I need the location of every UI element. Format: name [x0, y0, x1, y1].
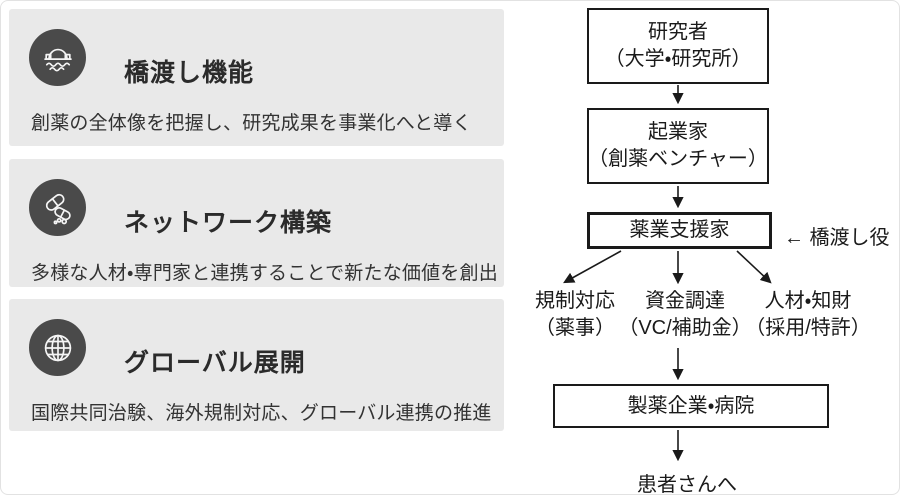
branch-regulatory-line2: （薬事） — [535, 317, 615, 339]
entrepreneur-line1: 起業家 — [648, 121, 708, 143]
flow-node-entrepreneur: 起業家 （創薬ベンチャー） — [587, 108, 769, 184]
researcher-line2: （大学・研究所） — [604, 48, 752, 70]
globe-icon — [29, 319, 86, 376]
feature-card-global: グローバル展開 国際共同治験、海外規制対応、グローバル連携の推進 — [9, 299, 504, 431]
entrepreneur-line2: （創薬ベンチャー） — [588, 148, 768, 170]
researcher-line1: 研究者 — [648, 21, 708, 43]
supporter-label: 薬業支援家 — [629, 219, 730, 241]
branch-funding-line2: （VC/補助金） — [618, 317, 752, 339]
pharma-hospital-label: 製薬企業・病院 — [627, 394, 755, 417]
feature-description-bridge: 創薬の全体像を把握し、研究成果を事業化へと導く — [31, 113, 472, 134]
feature-description-global: 国際共同治験、海外規制対応、グローバル連携の推進 — [31, 403, 492, 424]
feature-card-bridge: 橋渡し機能 創薬の全体像を把握し、研究成果を事業化へと導く — [9, 9, 504, 146]
flow-node-pharma-hospital: 製薬企業・病院 — [553, 384, 829, 428]
feature-title-global: グローバル展開 — [124, 349, 306, 377]
feature-title-network: ネットワーク構築 — [124, 209, 333, 237]
feature-description-network: 多様な人材・専門家と連携することで新たな価値を創出 — [31, 263, 498, 284]
flow-node-supporter: 薬業支援家 — [587, 212, 772, 249]
branch-regulatory-line1: 規制対応 — [535, 290, 615, 312]
branch-talent-ip-line2: （採用/特許） — [745, 317, 871, 339]
feature-title-bridge: 橋渡し機能 — [124, 59, 255, 87]
feature-card-network: ネットワーク構築 多様な人材・専門家と連携することで新たな価値を創出 — [9, 159, 504, 287]
flow-endpoint-patients: 患者さんへ — [637, 474, 737, 495]
flow-branch-regulatory: 規制対応 （薬事） — [535, 288, 615, 342]
flow-branch-funding: 資金調達 （VC/補助金） — [618, 288, 751, 342]
bridge-icon — [29, 29, 86, 86]
capsules-icon — [29, 179, 86, 236]
branch-funding-line1: 資金調達 — [645, 290, 725, 312]
flow-branch-talent-ip: 人材・知財 （採用/特許） — [745, 288, 871, 342]
branch-talent-ip-line1: 人材・知財 — [764, 290, 852, 312]
flow-node-researcher: 研究者 （大学・研究所） — [587, 8, 769, 84]
bridge-role-annotation: ← 橋渡し役 — [784, 227, 890, 249]
